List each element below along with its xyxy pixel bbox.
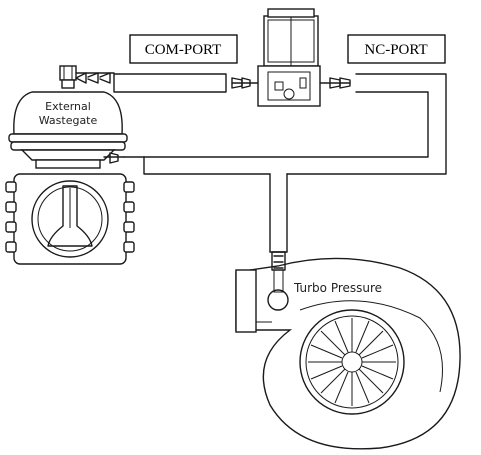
turbo-pressure-hose	[269, 173, 288, 253]
nc-port-label-box: NC-PORT	[347, 34, 446, 64]
wastegate-valve-icon: External Wastegate	[8, 65, 128, 169]
wastegate-flange-icon	[5, 173, 135, 265]
nc-port-hose	[143, 73, 447, 175]
wastegate-label-line1: External	[45, 100, 91, 113]
turbo-pressure-label: Turbo Pressure	[293, 281, 382, 295]
wastegate-signal-hose	[123, 156, 271, 175]
com-port-label-box: COM-PORT	[129, 34, 238, 64]
turbo-pressure-fitting	[267, 251, 289, 311]
wastegate-label-line2: Wastegate	[39, 114, 98, 127]
turbocharger-icon: Turbo Pressure	[235, 251, 461, 450]
nc-port-label: NC-PORT	[364, 42, 427, 58]
compressor-blades	[308, 318, 396, 406]
com-port-hose	[113, 73, 227, 93]
com-port-label: COM-PORT	[145, 42, 222, 58]
boost-solenoid-icon	[231, 8, 351, 107]
